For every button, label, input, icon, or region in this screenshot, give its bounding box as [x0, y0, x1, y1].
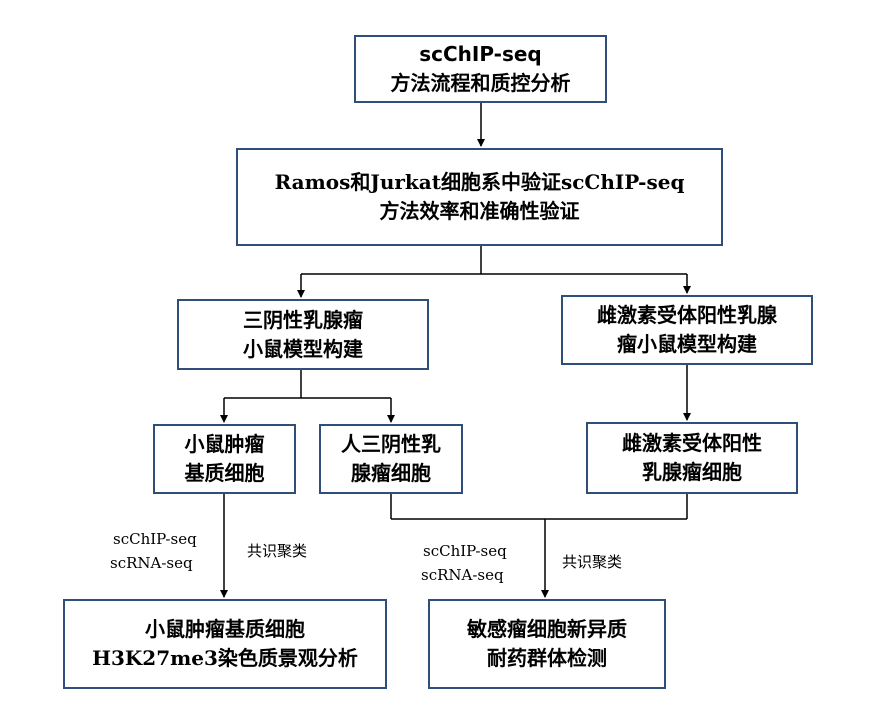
node-mouse-tumor-stroma-line2: 基质细胞	[184, 461, 265, 485]
node-er-mouse-model-line1: 雌激素受体阳性乳腺	[597, 303, 777, 327]
node-resistance-detection-line1: 敏感瘤细胞新异质	[467, 617, 627, 641]
node-human-tnbc-cells: 人三阴性乳 腺瘤细胞	[319, 424, 463, 494]
edge-label-left-clustering: 共识聚类	[247, 542, 308, 560]
node-scchip-method-line1: scChIP-seq	[419, 42, 542, 66]
node-tnbc-mouse-model: 三阴性乳腺瘤 小鼠模型构建	[177, 299, 429, 370]
node-er-mouse-model: 雌激素受体阳性乳腺 瘤小鼠模型构建	[561, 295, 813, 365]
node-h3k27me3-analysis-line2: H3K27me3染色质景观分析	[92, 646, 358, 670]
node-scchip-method-line2: 方法流程和质控分析	[390, 71, 571, 95]
edge-label-right-method-2: scRNA-seq	[421, 566, 504, 584]
node-er-mouse-model-line2: 瘤小鼠模型构建	[617, 332, 757, 356]
node-er-positive-cells-line1: 雌激素受体阳性	[622, 431, 762, 455]
edge-label-left-method-2: scRNA-seq	[110, 554, 193, 572]
edge-label-right-clustering: 共识聚类	[562, 553, 623, 571]
node-h3k27me3-analysis-line1: 小鼠肿瘤基质细胞	[145, 617, 305, 641]
edge-label-left-method-1: scChIP-seq	[113, 530, 197, 548]
node-tnbc-mouse-model-line2: 小鼠模型构建	[243, 336, 363, 361]
node-tnbc-mouse-model-line1: 三阴性乳腺瘤	[243, 307, 363, 332]
node-cell-line-validation-line2: 方法效率和准确性验证	[379, 199, 580, 223]
node-mouse-tumor-stroma: 小鼠肿瘤 基质细胞	[153, 424, 296, 494]
node-resistance-detection: 敏感瘤细胞新异质 耐药群体检测	[428, 599, 666, 689]
node-cell-line-validation: Ramos和Jurkat细胞系中验证scChIP-seq 方法效率和准确性验证	[236, 148, 723, 246]
node-cell-line-validation-line1: Ramos和Jurkat细胞系中验证scChIP-seq	[274, 170, 685, 194]
edge-label-right-method-1: scChIP-seq	[423, 542, 507, 560]
node-mouse-tumor-stroma-line1: 小鼠肿瘤	[184, 432, 265, 456]
node-human-tnbc-cells-line1: 人三阴性乳	[341, 432, 441, 456]
node-h3k27me3-analysis: 小鼠肿瘤基质细胞 H3K27me3染色质景观分析	[63, 599, 387, 689]
node-human-tnbc-cells-line2: 腺瘤细胞	[351, 461, 431, 485]
node-er-positive-cells: 雌激素受体阳性 乳腺瘤细胞	[586, 422, 798, 494]
node-scchip-method: scChIP-seq 方法流程和质控分析	[354, 35, 607, 103]
node-resistance-detection-line2: 耐药群体检测	[487, 646, 607, 670]
node-er-positive-cells-line2: 乳腺瘤细胞	[642, 460, 742, 484]
